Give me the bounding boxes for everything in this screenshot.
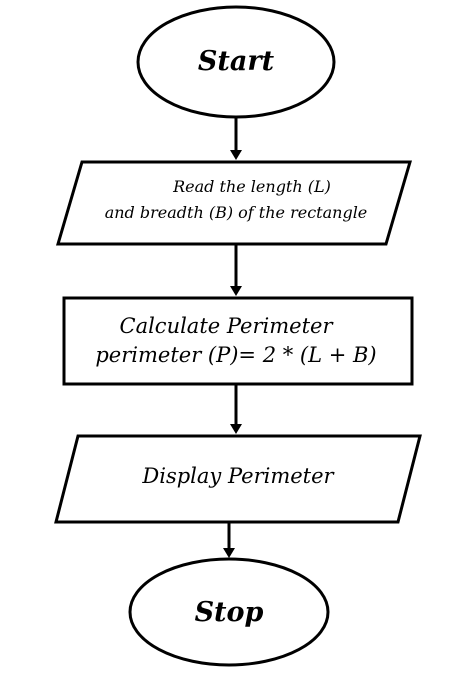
input-label-line-2: and breadth (B) of the rectangle (105, 203, 368, 222)
stop-terminator: Stop (128, 557, 330, 667)
connector-start-to-input (230, 117, 242, 160)
start-label: Start (198, 46, 275, 77)
output-label: Display Perimeter (141, 464, 335, 488)
input-parallelogram: Read the length (L) and breadth (B) of t… (55, 160, 413, 246)
start-terminator: Start (136, 5, 336, 119)
process-label-line-1: Calculate Perimeter (120, 314, 335, 338)
stop-label: Stop (195, 597, 264, 628)
connector-process-to-output (230, 384, 242, 434)
input-label-line-1: Read the length (L) (172, 177, 331, 196)
output-parallelogram: Display Perimeter (54, 434, 422, 524)
connector-input-to-process (230, 244, 242, 296)
connector-output-to-stop (223, 522, 235, 558)
process-rectangle: Calculate Perimeter perimeter (P)= 2 * (… (62, 296, 414, 386)
process-label-line-2: perimeter (P)= 2 * (L + B) (95, 343, 376, 367)
